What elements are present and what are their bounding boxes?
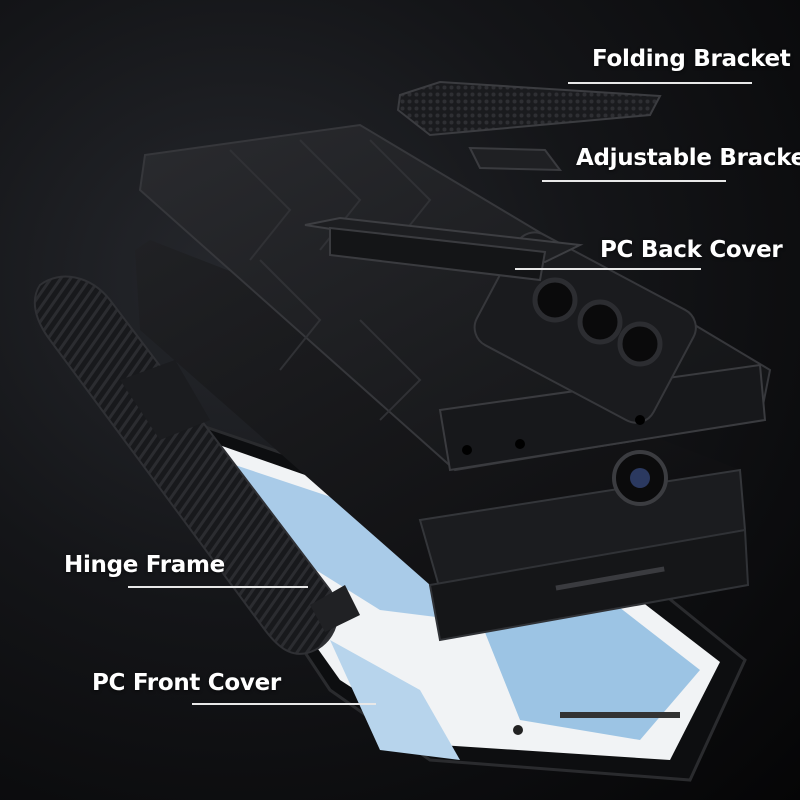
camera-cutout-icon — [532, 277, 578, 323]
label-adjustable-bracket: Adjustable Bracket — [576, 145, 800, 171]
leader-line-pc-front-cover — [192, 703, 376, 705]
adjustable-bracket — [304, 146, 584, 282]
leader-line-pc-back-cover — [515, 268, 701, 270]
label-pc-front-cover: PC Front Cover — [92, 670, 281, 696]
hinge-frame — [33, 275, 360, 655]
label-hinge-frame: Hinge Frame — [64, 552, 225, 578]
folding-bracket — [396, 80, 662, 137]
leader-line-adjustable-bracket — [542, 180, 726, 182]
label-folding-bracket: Folding Bracket — [592, 46, 791, 72]
pc-back-cover — [138, 123, 772, 472]
leader-line-folding-bracket — [568, 82, 752, 84]
speaker-grille-icon — [560, 712, 680, 718]
leader-line-hinge-frame — [128, 586, 308, 588]
label-pc-back-cover: PC Back Cover — [600, 237, 783, 263]
